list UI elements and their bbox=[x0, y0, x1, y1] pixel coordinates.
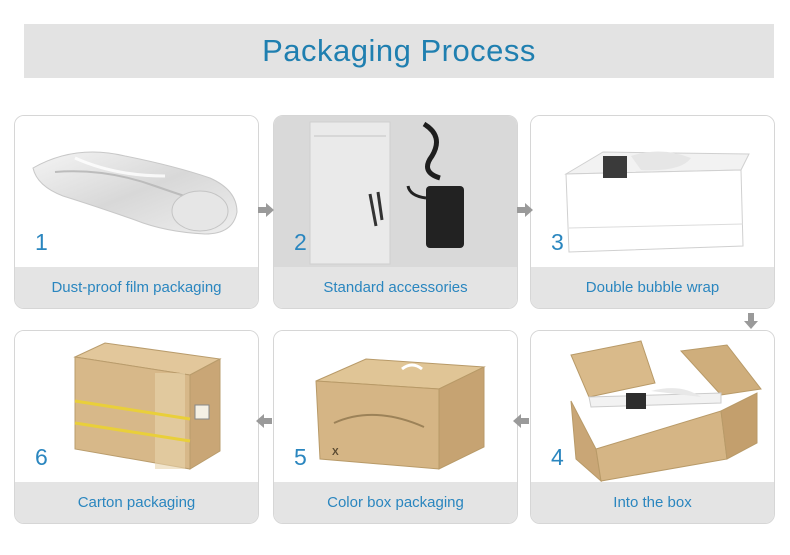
caption-bar-1: Dust-proof film packaging bbox=[15, 267, 258, 308]
step-label-5: Color box packaging bbox=[327, 494, 464, 511]
step-card-4: 4 Into the box bbox=[530, 330, 775, 524]
step-label-2: Standard accessories bbox=[323, 279, 468, 296]
step-number-2: 2 bbox=[294, 229, 307, 255]
caption-bar-3: Double bubble wrap bbox=[531, 267, 774, 308]
color-box-icon: X bbox=[315, 358, 486, 470]
step-number-4: 4 bbox=[551, 444, 564, 470]
open-carton-icon bbox=[570, 340, 762, 483]
step-photo-6 bbox=[15, 331, 258, 484]
step-number-1: 1 bbox=[35, 229, 48, 255]
step-photo-2 bbox=[274, 116, 517, 269]
caption-bar-6: Carton packaging bbox=[15, 482, 258, 523]
caption-bar-2: Standard accessories bbox=[274, 267, 517, 308]
step-photo-3 bbox=[531, 116, 774, 269]
caption-bar-5: Color box packaging bbox=[274, 482, 517, 523]
step-label-3: Double bubble wrap bbox=[585, 279, 720, 296]
step-label-1: Dust-proof film packaging bbox=[51, 279, 222, 296]
caption-bar-4: Into the box bbox=[531, 482, 774, 523]
step-card-6: 6 Carton packaging bbox=[14, 330, 259, 524]
arrow-left-icon bbox=[513, 414, 529, 428]
step-label-6: Carton packaging bbox=[77, 494, 196, 511]
page-title: Packaging Process bbox=[262, 33, 536, 68]
step-number-5: 5 bbox=[294, 444, 307, 470]
svg-text:X: X bbox=[332, 447, 339, 458]
step-card-2: 2 Standard accessories bbox=[273, 115, 518, 309]
accessories-bag-charger-icon bbox=[309, 121, 464, 265]
white-box-icon bbox=[564, 151, 750, 253]
step-number-6: 6 bbox=[35, 444, 48, 470]
arrow-left-icon bbox=[256, 414, 272, 428]
step-card-3: 3 Double bubble wrap bbox=[530, 115, 775, 309]
step-photo-4 bbox=[531, 331, 774, 484]
step-label-4: Into the box bbox=[613, 494, 692, 511]
header-banner: Packaging Process bbox=[24, 24, 774, 78]
arrow-right-icon bbox=[258, 203, 274, 217]
taped-carton-icon bbox=[73, 342, 222, 470]
arrow-down-icon bbox=[744, 313, 758, 329]
arrow-right-icon bbox=[517, 203, 533, 217]
step-card-5: X 5 Color box packaging bbox=[273, 330, 518, 524]
step-card-1: 1 Dust-proof film packaging bbox=[14, 115, 259, 309]
step-number-3: 3 bbox=[551, 229, 564, 255]
film-wrapped-scooter-icon bbox=[32, 151, 238, 235]
step-photo-1 bbox=[15, 116, 258, 269]
step-photo-5: X bbox=[274, 331, 517, 484]
